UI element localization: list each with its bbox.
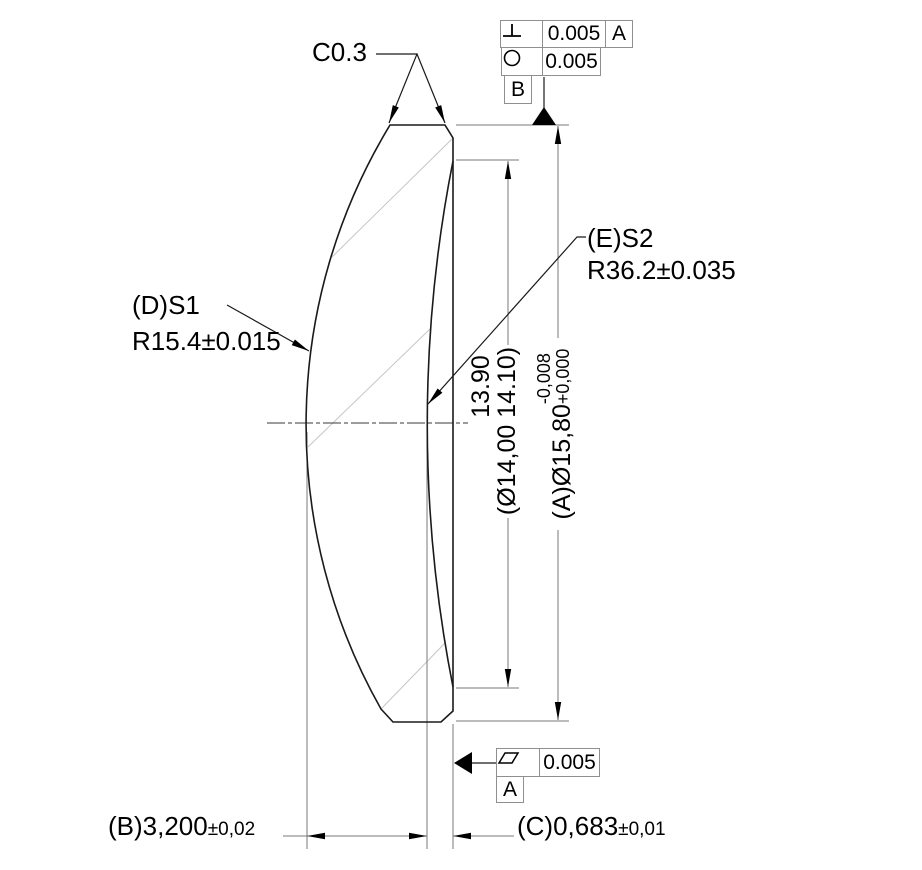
clear-aperture-upper-limit: 14.10 [493, 355, 521, 418]
datum-b-triangle [532, 107, 556, 125]
edge-thickness-dimension: (C)0,683±0,01 [517, 812, 666, 841]
outer-diameter-upper-tol: +0,000 [552, 348, 573, 405]
aux-line-lower [380, 642, 446, 710]
fcf-perpendicularity-symbol-cell [500, 20, 543, 48]
arrow-clear-aperture-down [504, 669, 512, 687]
center-thickness-dimension: (B)3,200±0,02 [108, 812, 255, 841]
arrowheads [291, 105, 562, 840]
center-thickness-value: (B)3,200 [108, 811, 208, 841]
parallelism-icon [497, 752, 520, 764]
arrow-surface1-leader [291, 339, 309, 351]
outer-diameter-dimension: (A)Ø15,80-0,008+0,000 [534, 348, 577, 520]
fcf-parallelism-value: 0.005 [539, 748, 600, 777]
edge-thickness-tolerance: ±0,01 [618, 819, 666, 840]
arrow-clear-aperture-up [504, 161, 512, 179]
datum-b-label: B [504, 75, 532, 104]
fcf-circularity-symbol-cell [501, 47, 543, 76]
arrow-outer-dia-down [554, 702, 562, 720]
clear-aperture-suffix: ) [493, 346, 521, 356]
arrow-center-thickness-right [409, 832, 427, 840]
outer-diameter-prefix: (A)Ø15,80 [547, 404, 576, 520]
outer-diameter-lower-tol: -0,008 [534, 353, 555, 405]
edge-thickness-value: (C)0,683 [517, 811, 619, 841]
surface2-radius: R36.2±0.035 [587, 255, 736, 285]
datum-a-triangle [454, 752, 472, 774]
lens-body-outline [305, 124, 454, 723]
perpendicularity-icon [503, 24, 521, 37]
fcf-perpendicularity-value: 0.005 [542, 20, 606, 48]
circularity-icon [503, 49, 521, 67]
chamfer-leader-left [376, 53, 418, 124]
datum-a-label: A [496, 776, 524, 803]
surface1-label: (D)S1 [132, 290, 200, 320]
arrow-outer-dia-up [554, 126, 562, 144]
outer-diameter-tolerances: -0,008+0,000 [534, 348, 573, 405]
fcf-circularity-value: 0.005 [542, 47, 601, 76]
dimension-lines [283, 126, 559, 837]
aux-line-middle [307, 328, 431, 448]
arrow-center-thickness-left [307, 832, 325, 840]
chamfer-label: C0.3 [312, 37, 367, 67]
lens-outline [305, 124, 454, 723]
arrow-edge-thickness-left [453, 832, 471, 840]
arrow-surface2-leader [428, 388, 443, 404]
clear-aperture-lower-limit: 13.90 [467, 355, 495, 418]
surface2-leader [427, 236, 586, 405]
leader-lines [226, 53, 586, 764]
fcf-parallelism-symbol-cell [496, 748, 540, 777]
arrow-chamfer-left [389, 105, 399, 123]
clear-aperture-prefix: (Ø14,00 [493, 417, 521, 516]
fcf-perpendicularity-datum: A [605, 20, 633, 48]
aux-lines [307, 137, 454, 710]
extension-lines [306, 124, 569, 849]
center-thickness-tolerance: ±0,02 [207, 819, 256, 840]
surface2-arc [426, 160, 454, 688]
surface2-label: (E)S2 [587, 223, 654, 253]
surface1-radius: R15.4±0.015 [132, 326, 281, 356]
aux-line-upper [331, 137, 454, 258]
arrow-chamfer-right [435, 105, 445, 123]
